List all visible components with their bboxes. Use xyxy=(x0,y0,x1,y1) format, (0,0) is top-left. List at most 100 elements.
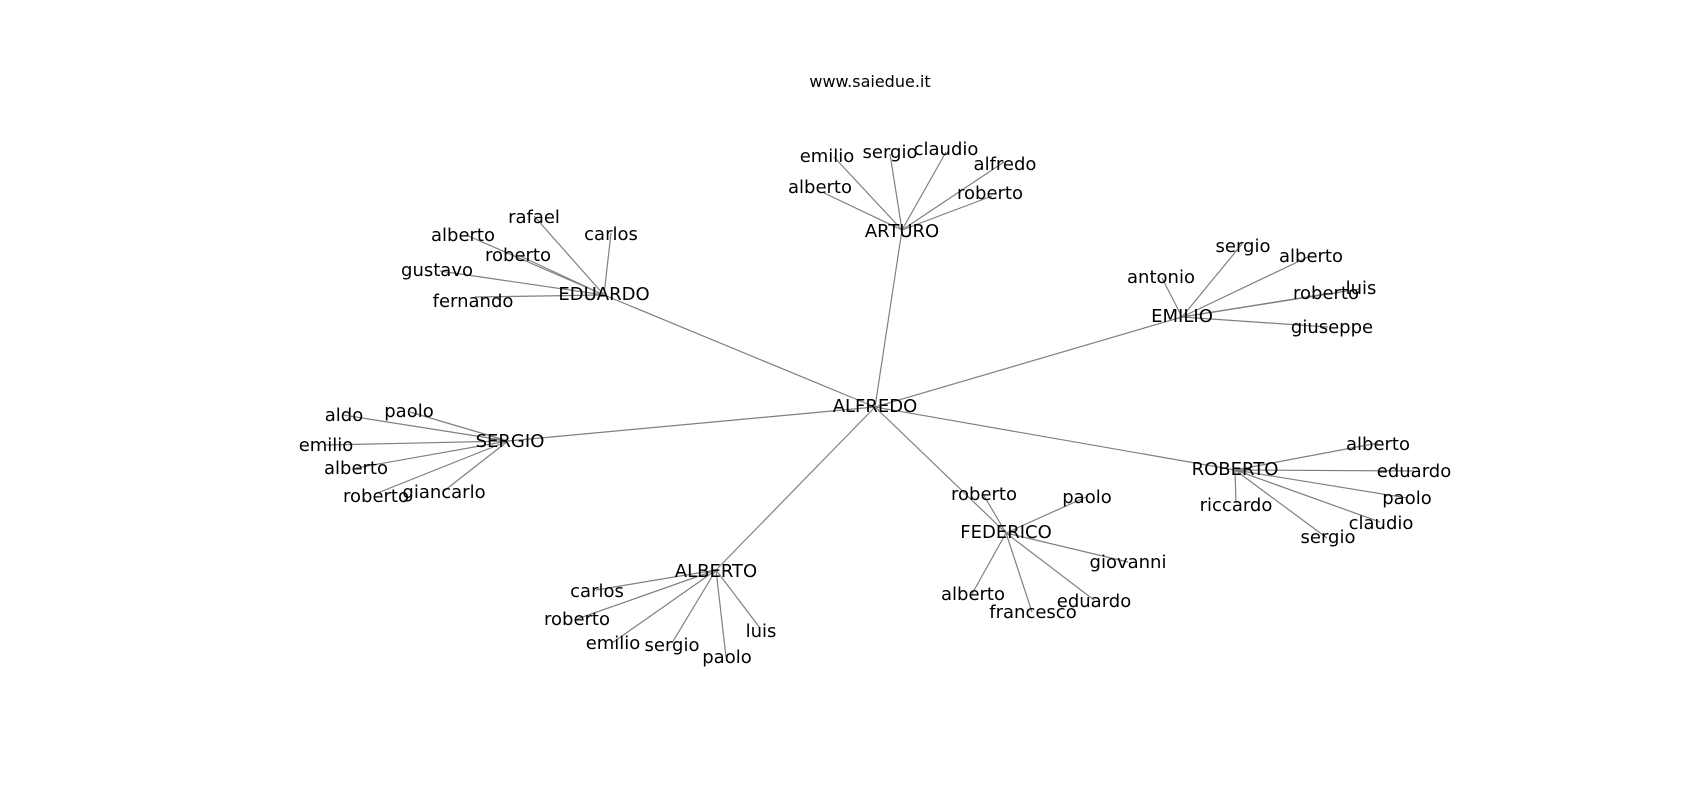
hub-node-label: ROBERTO xyxy=(1192,459,1279,480)
edge-sergio-to-aldo xyxy=(342,414,509,442)
leaf-node-label: fernando xyxy=(433,291,514,312)
leaf-node-label: luis xyxy=(1346,278,1377,299)
edge-root-to-alberto xyxy=(715,406,876,571)
leaf-node-label: carlos xyxy=(570,581,624,602)
edge-emilio-to-alberto xyxy=(1181,255,1311,318)
edge-federico-to-francesco xyxy=(1005,532,1033,613)
edge-emilio-to-sergio xyxy=(1181,243,1243,318)
edge-root-to-arturo xyxy=(874,229,903,408)
edge-sergio-to-emilio xyxy=(325,440,509,446)
leaf-node-label: giuseppe xyxy=(1291,317,1373,338)
edge-root-to-federico xyxy=(874,406,1007,534)
leaf-node-label: riccardo xyxy=(1200,495,1273,516)
leaf-node-label: roberto xyxy=(951,484,1017,505)
edge-eduardo-to-rafael xyxy=(533,215,605,296)
edge-arturo-to-emilio xyxy=(833,156,903,231)
edge-roberto-to-paolo xyxy=(1234,469,1408,499)
leaf-node-label: roberto xyxy=(1293,283,1359,304)
edge-arturo-to-alberto xyxy=(823,192,903,231)
leaf-node-label: carlos xyxy=(584,224,638,245)
edge-root-to-eduardo xyxy=(603,294,876,408)
leaf-node-label: roberto xyxy=(544,609,610,630)
edge-alberto-to-emilio xyxy=(611,569,717,644)
leaf-node-label: sergio xyxy=(863,142,918,163)
leaf-node-label: alberto xyxy=(788,177,852,198)
leaf-node-label: alberto xyxy=(1346,434,1410,455)
hub-node-label: SERGIO xyxy=(476,431,545,452)
edge-federico-to-paolo xyxy=(1005,496,1087,534)
edge-emilio-to-giuseppe xyxy=(1181,316,1329,328)
edges-layer xyxy=(325,151,1415,658)
edge-eduardo-to-carlos xyxy=(603,232,612,296)
edge-roberto-to-sergio xyxy=(1234,469,1328,539)
leaf-node-label: paolo xyxy=(384,401,433,422)
edge-arturo-to-roberto xyxy=(901,195,993,231)
leaf-node-label: luis xyxy=(746,621,777,642)
edge-eduardo-to-roberto xyxy=(519,255,605,296)
edge-federico-to-roberto xyxy=(982,493,1007,534)
leaf-node-label: alfredo xyxy=(974,154,1037,175)
leaf-node-label: emilio xyxy=(800,146,855,167)
leaf-node-label: eduardo xyxy=(1377,461,1451,482)
leaf-node-label: paolo xyxy=(1382,488,1431,509)
leaf-node-label: roberto xyxy=(957,183,1023,204)
leaf-node-label: roberto xyxy=(343,486,409,507)
leaf-node-label: emilio xyxy=(586,633,641,654)
edge-sergio-to-paolo xyxy=(409,411,509,442)
edge-arturo-to-sergio xyxy=(889,153,903,231)
edge-eduardo-to-fernando xyxy=(474,294,605,298)
leaf-node-label: paolo xyxy=(702,647,751,668)
hub-node-label: ALBERTO xyxy=(675,561,757,582)
hub-node-label: EDUARDO xyxy=(558,284,649,305)
leaf-node-label: sergio xyxy=(1216,236,1271,257)
leaf-node-label: sergio xyxy=(1301,527,1356,548)
leaf-node-label: paolo xyxy=(1062,487,1111,508)
site-title: www.saiedue.it xyxy=(809,72,930,91)
edge-emilio-to-luis xyxy=(1181,288,1361,318)
hub-node-label: FEDERICO xyxy=(960,522,1052,543)
leaf-node-label: alberto xyxy=(941,584,1005,605)
edge-arturo-to-alfredo xyxy=(901,161,1005,231)
edge-roberto-to-riccardo xyxy=(1234,469,1237,504)
leaf-node-label: sergio xyxy=(645,635,700,656)
leaf-node-label: emilio xyxy=(299,435,354,456)
edge-sergio-to-roberto xyxy=(374,440,509,495)
edge-arturo-to-claudio xyxy=(901,151,947,231)
edge-roberto-to-alberto xyxy=(1234,442,1379,471)
leaf-node-label: antonio xyxy=(1127,267,1195,288)
edge-eduardo-to-gustavo xyxy=(439,270,605,296)
leaf-node-label: gustavo xyxy=(401,260,473,281)
hub-node-label: ARTURO xyxy=(865,221,939,242)
leaf-node-label: giovanni xyxy=(1090,552,1167,573)
edge-federico-to-alberto xyxy=(971,532,1007,595)
leaf-node-label: alberto xyxy=(431,225,495,246)
edge-alberto-to-sergio xyxy=(671,569,717,644)
leaf-node-label: aldo xyxy=(325,405,363,426)
edge-sergio-to-alberto xyxy=(355,440,509,469)
edge-root-to-roberto xyxy=(874,406,1236,471)
edge-eduardo-to-alberto xyxy=(465,234,605,296)
edge-alberto-to-roberto xyxy=(576,569,717,620)
edge-root-to-emilio xyxy=(874,316,1183,408)
edge-roberto-to-claudio xyxy=(1234,469,1381,523)
edge-roberto-to-eduardo xyxy=(1234,469,1415,472)
leaf-node-label: roberto xyxy=(485,245,551,266)
root-node-label: ALFREDO xyxy=(833,396,918,417)
edge-alberto-to-paolo xyxy=(715,569,727,658)
leaf-node-label: rafael xyxy=(508,207,560,228)
leaf-node-label: francesco xyxy=(989,602,1076,623)
leaf-node-label: alberto xyxy=(324,458,388,479)
edge-federico-to-eduardo xyxy=(1005,532,1095,601)
edge-emilio-to-antonio xyxy=(1161,277,1183,318)
edge-federico-to-giovanni xyxy=(1005,532,1129,563)
hub-node-label: EMILIO xyxy=(1151,306,1213,327)
edge-alberto-to-luis xyxy=(715,569,761,629)
leaf-node-label: giancarlo xyxy=(402,482,485,503)
edge-sergio-to-giancarlo xyxy=(443,440,509,492)
leaf-node-label: eduardo xyxy=(1057,591,1131,612)
leaf-node-label: claudio xyxy=(914,139,979,160)
edge-alberto-to-carlos xyxy=(595,569,717,591)
leaf-node-label: alberto xyxy=(1279,246,1343,267)
